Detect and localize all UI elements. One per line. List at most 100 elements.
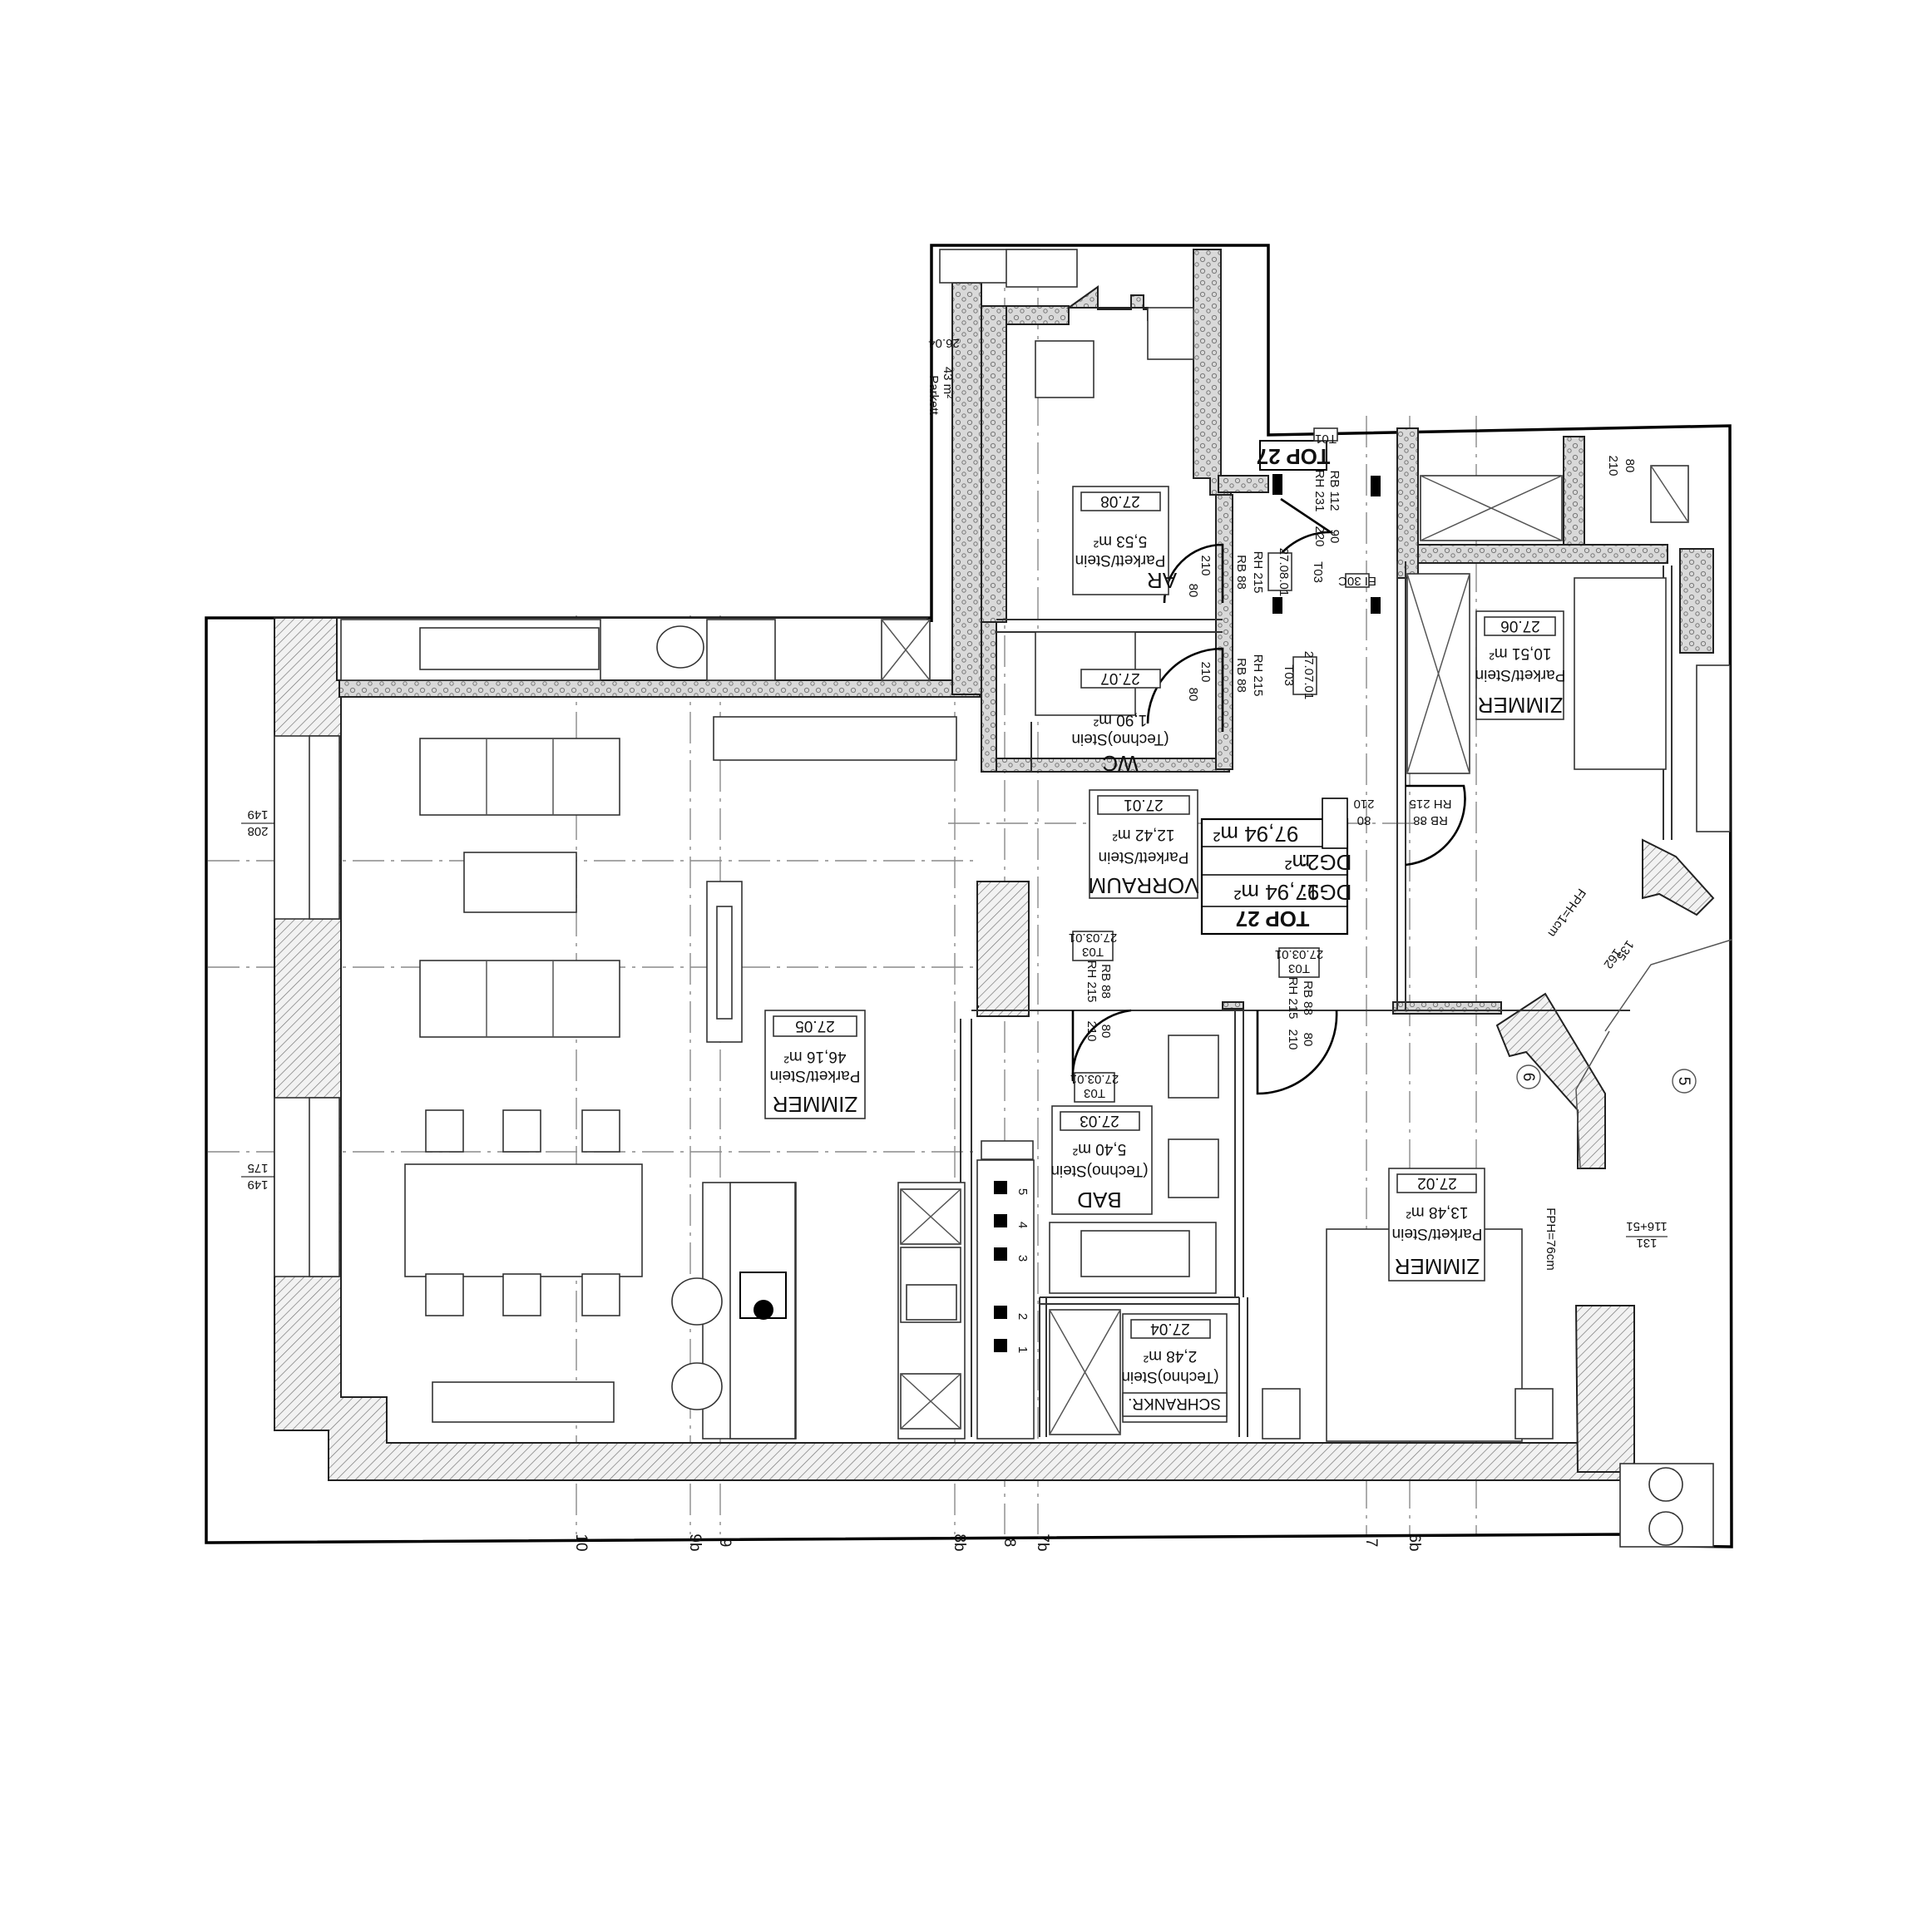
room-floor: Parkett/Stein (1475, 666, 1566, 684)
svg-text:RB 88: RB 88 (1413, 813, 1448, 827)
svg-text:6: 6 (1519, 1073, 1537, 1082)
svg-text:210: 210 (1085, 1020, 1099, 1041)
room-code: 27.08 (1100, 492, 1140, 510)
room-code: 27.05 (795, 1017, 835, 1035)
room-name: WC (1102, 751, 1138, 776)
svg-text:80: 80 (1186, 688, 1200, 702)
svg-text:T03: T03 (1288, 961, 1310, 975)
svg-text:27.03.01: 27.03.01 (1069, 931, 1117, 945)
room-floor: Parkett/Stein (770, 1067, 861, 1084)
svg-text:RB 88: RB 88 (1234, 658, 1248, 693)
svg-text:RB 88: RB 88 (1099, 964, 1113, 999)
svg-text:208: 208 (247, 824, 268, 838)
svg-text:43 m²: 43 m² (941, 367, 955, 398)
room-floor: Parkett/Stein (1075, 551, 1166, 569)
room-name: AR (1147, 568, 1177, 593)
svg-text:7b: 7b (1034, 1533, 1051, 1551)
room-area: 5,53 m² (1094, 532, 1147, 550)
room-label-schrankraum-2704: 27.04 2,48 m² (Techno)Stein SCHRANKR. (1121, 1313, 1228, 1423)
svg-text:8b: 8b (951, 1533, 968, 1551)
svg-text:210: 210 (1198, 555, 1213, 575)
summary-dg2-value: 97,94 m² (1213, 822, 1298, 847)
room-labels: 27.05 46,16 m² Parkett/Stein ZIMMER 27.0… (764, 486, 1566, 1423)
summary-dg1: 97,94 m² (1233, 880, 1319, 905)
svg-text:Parkett: Parkett (926, 375, 941, 415)
svg-text:RH 215: RH 215 (1251, 654, 1265, 697)
svg-text:210: 210 (1606, 455, 1620, 476)
room-area: 5,40 m² (1073, 1140, 1126, 1158)
svg-text:27.07.01: 27.07.01 (1302, 651, 1316, 699)
svg-text:6b: 6b (1406, 1533, 1423, 1551)
room-code: 27.03 (1080, 1112, 1119, 1129)
room-label-bad-2703: 27.03 5,40 m² (Techno)Stein BAD (1050, 1105, 1153, 1215)
svg-text:RB 112: RB 112 (1327, 471, 1342, 511)
room-code: 27.02 (1417, 1174, 1457, 1192)
svg-text:210: 210 (1198, 661, 1213, 682)
svg-text:4: 4 (1015, 1222, 1030, 1228)
svg-text:RH 215: RH 215 (1286, 977, 1300, 1020)
room-floor: Parkett/Stein (1392, 1225, 1483, 1242)
west-windows (274, 735, 340, 1277)
svg-text:27.03.01: 27.03.01 (1275, 947, 1323, 961)
summary-title: TOP 27 (1236, 906, 1310, 931)
door-tag: 27.03.01 T03 RB 88 RH 215 80 210 (1275, 947, 1323, 1050)
svg-text:T03: T03 (1282, 664, 1296, 686)
svg-text:7: 7 (1362, 1538, 1380, 1548)
svg-text:RH 231: RH 231 (1312, 470, 1327, 512)
svg-text:80: 80 (1357, 813, 1371, 827)
room-floor: (Techno)Stein (1071, 730, 1169, 748)
svg-text:175: 175 (247, 1161, 268, 1175)
svg-text:RH 215: RH 215 (1251, 551, 1265, 594)
room-floor: (Techno)Stein (1050, 1162, 1148, 1179)
door-tag: 27.03.01 T03 RB 88 RH 215 80 210 (1069, 931, 1117, 1042)
door-tags: 27.08.01 T03 RH 215 RB 88 210 80 27.07.0… (1069, 427, 1637, 1103)
door-tag: 27.08.01 T03 RH 215 RB 88 210 80 (1186, 548, 1325, 598)
room-floor: Parkett/Stein (1099, 848, 1189, 866)
svg-text:FPH=1cm: FPH=1cm (1544, 886, 1588, 940)
east-details (1575, 664, 1732, 1548)
summary-dg2-unit: m² (1285, 850, 1311, 875)
svg-text:131: 131 (1636, 1236, 1657, 1250)
room-area: 2,48 m² (1144, 1347, 1197, 1365)
svg-text:8: 8 (1001, 1538, 1018, 1548)
bath-fixtures (1049, 1035, 1219, 1435)
svg-text:10: 10 (572, 1533, 590, 1551)
svg-text:9b: 9b (686, 1533, 704, 1551)
room-label-zimmer-2706: 27.06 10,51 m² Parkett/Stein ZIMMER (1475, 610, 1566, 720)
room-area: 10,51 m² (1490, 644, 1552, 662)
svg-text:T03: T03 (1311, 561, 1325, 583)
svg-text:9: 9 (716, 1538, 734, 1548)
top-label-box: TOP 27 (1257, 440, 1331, 471)
room-label-ar-2708: 27.08 5,53 m² Parkett/Stein AR (1072, 486, 1177, 595)
svg-text:149: 149 (247, 1178, 268, 1192)
door-tag-entry: T01 RB 112 RH 231 90 220 EI 30C (1312, 427, 1376, 588)
room-label-vorraum-2701: 27.01 12,42 m² Parkett/Stein VORRAUM (1089, 789, 1198, 899)
svg-text:26.04: 26.04 (928, 336, 960, 350)
svg-text:210: 210 (1353, 797, 1374, 811)
summary-dg1-label: DG1: (1302, 880, 1352, 905)
room-name: BAD (1077, 1188, 1121, 1212)
svg-text:220: 220 (1312, 526, 1327, 546)
top-label: TOP 27 (1257, 444, 1331, 469)
room-label-zimmer-2705: 27.05 46,16 m² Parkett/Stein ZIMMER (764, 1010, 866, 1119)
svg-text:90: 90 (1327, 530, 1342, 544)
living-furniture (404, 738, 743, 1423)
door-tag-bedroom: RH 215 RB 88 210 80 (1353, 797, 1451, 827)
room-name: ZIMMER (1395, 1254, 1480, 1279)
installation-shaft (976, 1140, 1035, 1440)
svg-text:T03: T03 (1082, 945, 1104, 959)
svg-text:80: 80 (1099, 1025, 1113, 1039)
room-code: 27.07 (1100, 669, 1140, 687)
room-area: 46,16 m² (784, 1048, 847, 1065)
svg-text:RB 88: RB 88 (1234, 555, 1248, 590)
room-name: ZIMMER (773, 1092, 858, 1117)
svg-text:RH 215: RH 215 (1085, 961, 1099, 1003)
room-floor: (Techno)Stein (1121, 1368, 1218, 1385)
svg-text:116+51: 116+51 (1626, 1219, 1667, 1233)
svg-text:RH 215: RH 215 (1410, 797, 1452, 811)
room-label-zimmer-2702: 27.02 13,48 m² Parkett/Stein ZIMMER (1388, 1168, 1485, 1282)
door-tag: 27.07.01 T03 RH 215 RB 88 210 80 (1186, 651, 1317, 702)
svg-text:80: 80 (1623, 459, 1637, 473)
room-area: 13,48 m² (1406, 1203, 1469, 1221)
